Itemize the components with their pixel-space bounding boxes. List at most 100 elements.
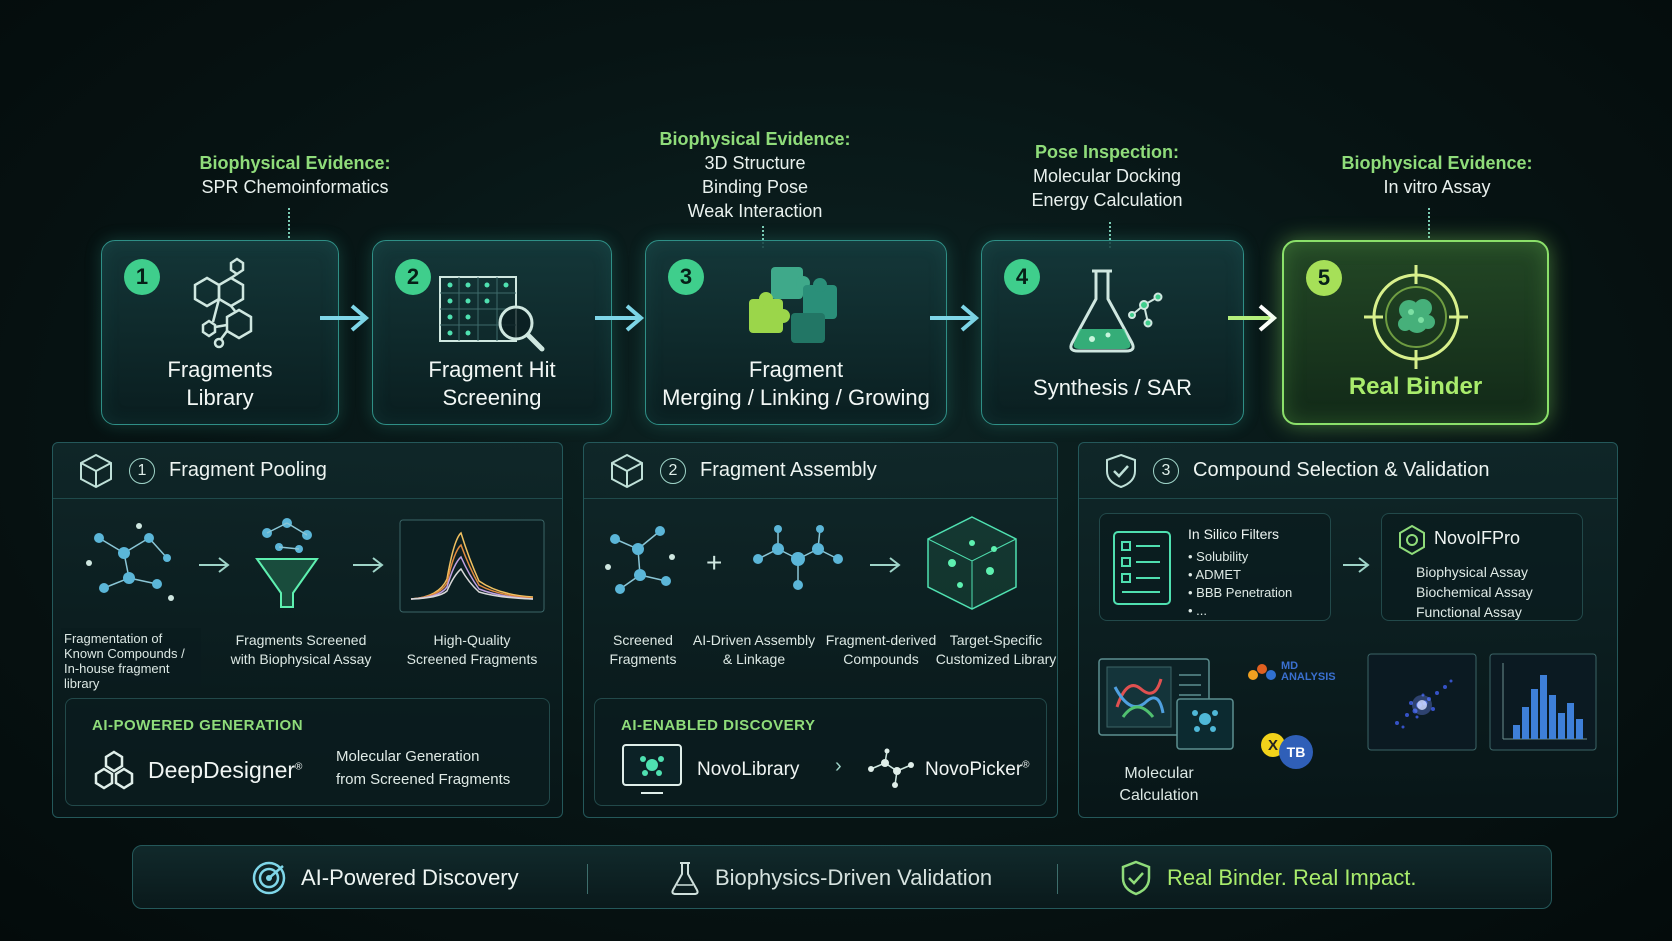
footer-label: Real Binder. Real Impact.: [1167, 865, 1417, 890]
filters-list: • Solubility • ADMET • BBB Penetration •…: [1188, 548, 1292, 620]
footer-item-ai: AI-Powered Discovery: [251, 846, 519, 910]
novoifpro-box: NovoIFPro Biophysical Assay Biochemical …: [1381, 513, 1583, 621]
monitor-icon: [622, 744, 682, 794]
panel-number: 3: [1153, 457, 1179, 484]
arrow-right-icon: [199, 557, 230, 573]
library-cube-icon: [927, 516, 1017, 610]
step-label-line: Library: [186, 385, 254, 410]
xtb-logo: X TB: [1261, 733, 1321, 769]
evidence-1: Biophysical Evidence: SPR Chemoinformati…: [170, 151, 420, 199]
novoifpro-title: NovoIFPro: [1434, 528, 1521, 548]
step-real-binder: 5 Real Binder: [1282, 240, 1549, 425]
caption-line: Fragments Screened: [235, 632, 367, 648]
panel-header: 3 Compound Selection & Validation: [1079, 443, 1617, 499]
caption-line: library: [64, 676, 100, 691]
evidence-3: Pose Inspection: Molecular Docking Energ…: [982, 140, 1232, 212]
novolibrary-brand: NovoLibrary: [697, 759, 800, 780]
step-fragments-library: 1 Fragments Library: [101, 240, 339, 425]
md-analysis-dots-icon: [1248, 664, 1276, 680]
caption-screened: Fragments Screened with Biophysical Assa…: [211, 631, 391, 669]
novopicker-brand: NovoPicker®: [925, 759, 1030, 781]
puzzle-pieces-icon: [749, 267, 837, 343]
brand-name: NovoPicker: [925, 759, 1023, 780]
arrow-right-icon: [353, 557, 384, 573]
evidence-line: Weak Interaction: [687, 201, 823, 221]
target-protein-icon: [1363, 265, 1468, 369]
evidence-line: 3D Structure: [704, 153, 806, 173]
shield-check-icon: [1106, 453, 1136, 488]
caption-ai-assembly: AI-Driven Assembly & Linkage: [684, 631, 824, 669]
arrow-right-icon: [320, 304, 370, 332]
connector-line: [1428, 208, 1430, 238]
panel-title: Compound Selection & Validation: [1193, 459, 1490, 481]
registered-mark: ®: [295, 761, 303, 773]
step-label-line: Synthesis / SAR: [1033, 375, 1192, 400]
funnel-screening-icon: [255, 518, 319, 608]
arrow-right-icon: [595, 304, 645, 332]
panel-header: 2 Fragment Assembly: [584, 443, 1057, 499]
shield-check-icon: [1121, 860, 1151, 896]
assay-list: Biophysical Assay Biochemical Assay Func…: [1416, 562, 1533, 622]
flask-icon: [671, 862, 699, 895]
arrow-right-icon: [870, 557, 901, 573]
caption-fragmentation: Fragmentation of Known Compounds / In-ho…: [61, 628, 201, 694]
step-number: 4: [1004, 259, 1040, 295]
arrow-right-icon: [1343, 557, 1370, 573]
step-number: 3: [668, 259, 704, 295]
filter-item: • ADMET: [1188, 567, 1241, 582]
checklist-icon: [1113, 531, 1171, 605]
evidence-4: Biophysical Evidence: In vitro Assay: [1312, 151, 1562, 199]
step-number: 2: [395, 259, 431, 295]
target-spiral-icon: [252, 861, 286, 895]
panel-fragment-assembly: 2 Fragment Assembly Screened Fragments +…: [583, 442, 1058, 818]
footer-divider: [587, 864, 588, 894]
spr-curve-chart-icon: [399, 519, 545, 613]
arrow-right-icon: [930, 304, 980, 332]
footer-item-real-binder: Real Binder. Real Impact.: [1119, 846, 1416, 910]
cube-icon: [611, 453, 643, 488]
step-fragment-merging: 3 Fragment Merging / Linking / Growing: [645, 240, 947, 425]
deepdesigner-desc: Molecular Generation from Screened Fragm…: [336, 745, 510, 791]
connector-line: [288, 208, 290, 238]
step-number: 5: [1306, 260, 1342, 296]
step-label: Fragment Merging / Linking / Growing: [646, 356, 946, 412]
arrow-right-icon: [1228, 304, 1278, 332]
step-label-line: Merging / Linking / Growing: [662, 385, 930, 410]
footer-item-biophysics: Biophysics-Driven Validation: [669, 846, 992, 910]
caption-line: Fragmentation of: [64, 631, 163, 646]
caption-target-specific: Target-Specific Customized Library: [934, 631, 1058, 669]
step-label: Fragment Hit Screening: [373, 356, 611, 412]
ai-tag: AI-ENABLED DISCOVERY: [621, 717, 816, 734]
filter-item: • ...: [1188, 603, 1208, 618]
evidence-head: Biophysical Evidence:: [1341, 153, 1533, 173]
step-fragment-hit-screening: 2 Fragment Hit Screening: [372, 240, 612, 425]
panel-fragment-pooling: 1 Fragment Pooling Fragmentation of Know…: [52, 442, 563, 818]
caption-line: AI-Driven Assembly: [692, 632, 816, 648]
step-label: Fragments Library: [102, 356, 338, 412]
panel-header: 1 Fragment Pooling: [53, 443, 562, 499]
caption-line: Calculation: [1119, 787, 1199, 804]
filter-label: BBB Penetration: [1196, 585, 1293, 600]
molecule-cluster-icon: [86, 523, 174, 601]
caption-line: Fragment-derived: [825, 632, 937, 648]
md-analysis-logo: MD ANALYSIS: [1247, 661, 1341, 683]
caption-line: Screened Fragments: [406, 651, 538, 667]
panel-compound-selection: 3 Compound Selection & Validation In Sil…: [1078, 442, 1618, 818]
filter-item: • Solubility: [1188, 549, 1249, 564]
ai-tag: AI-POWERED GENERATION: [92, 717, 304, 734]
filter-label: Solubility: [1196, 549, 1249, 564]
evidence-2: Biophysical Evidence: 3D Structure Bindi…: [630, 127, 880, 223]
screening-grid-magnifier-icon: [439, 276, 545, 352]
step-label: Real Binder: [1284, 373, 1547, 401]
caption-line: Fragments: [609, 651, 677, 667]
step-label-line: Screening: [442, 385, 542, 410]
assay-item: Biochemical Assay: [1416, 584, 1533, 600]
novoifpro-logo-icon: [1399, 524, 1425, 556]
novopicker-molecule-icon: [868, 748, 914, 788]
step-label-line: Fragments: [167, 357, 273, 382]
evidence-head: Biophysical Evidence:: [659, 129, 851, 149]
caption-fragment-derived: Fragment-derived Compounds: [816, 631, 946, 669]
footer-divider: [1057, 864, 1058, 894]
caption-line: Known Compounds /: [64, 646, 185, 661]
filters-title: In Silico Filters: [1188, 526, 1280, 542]
